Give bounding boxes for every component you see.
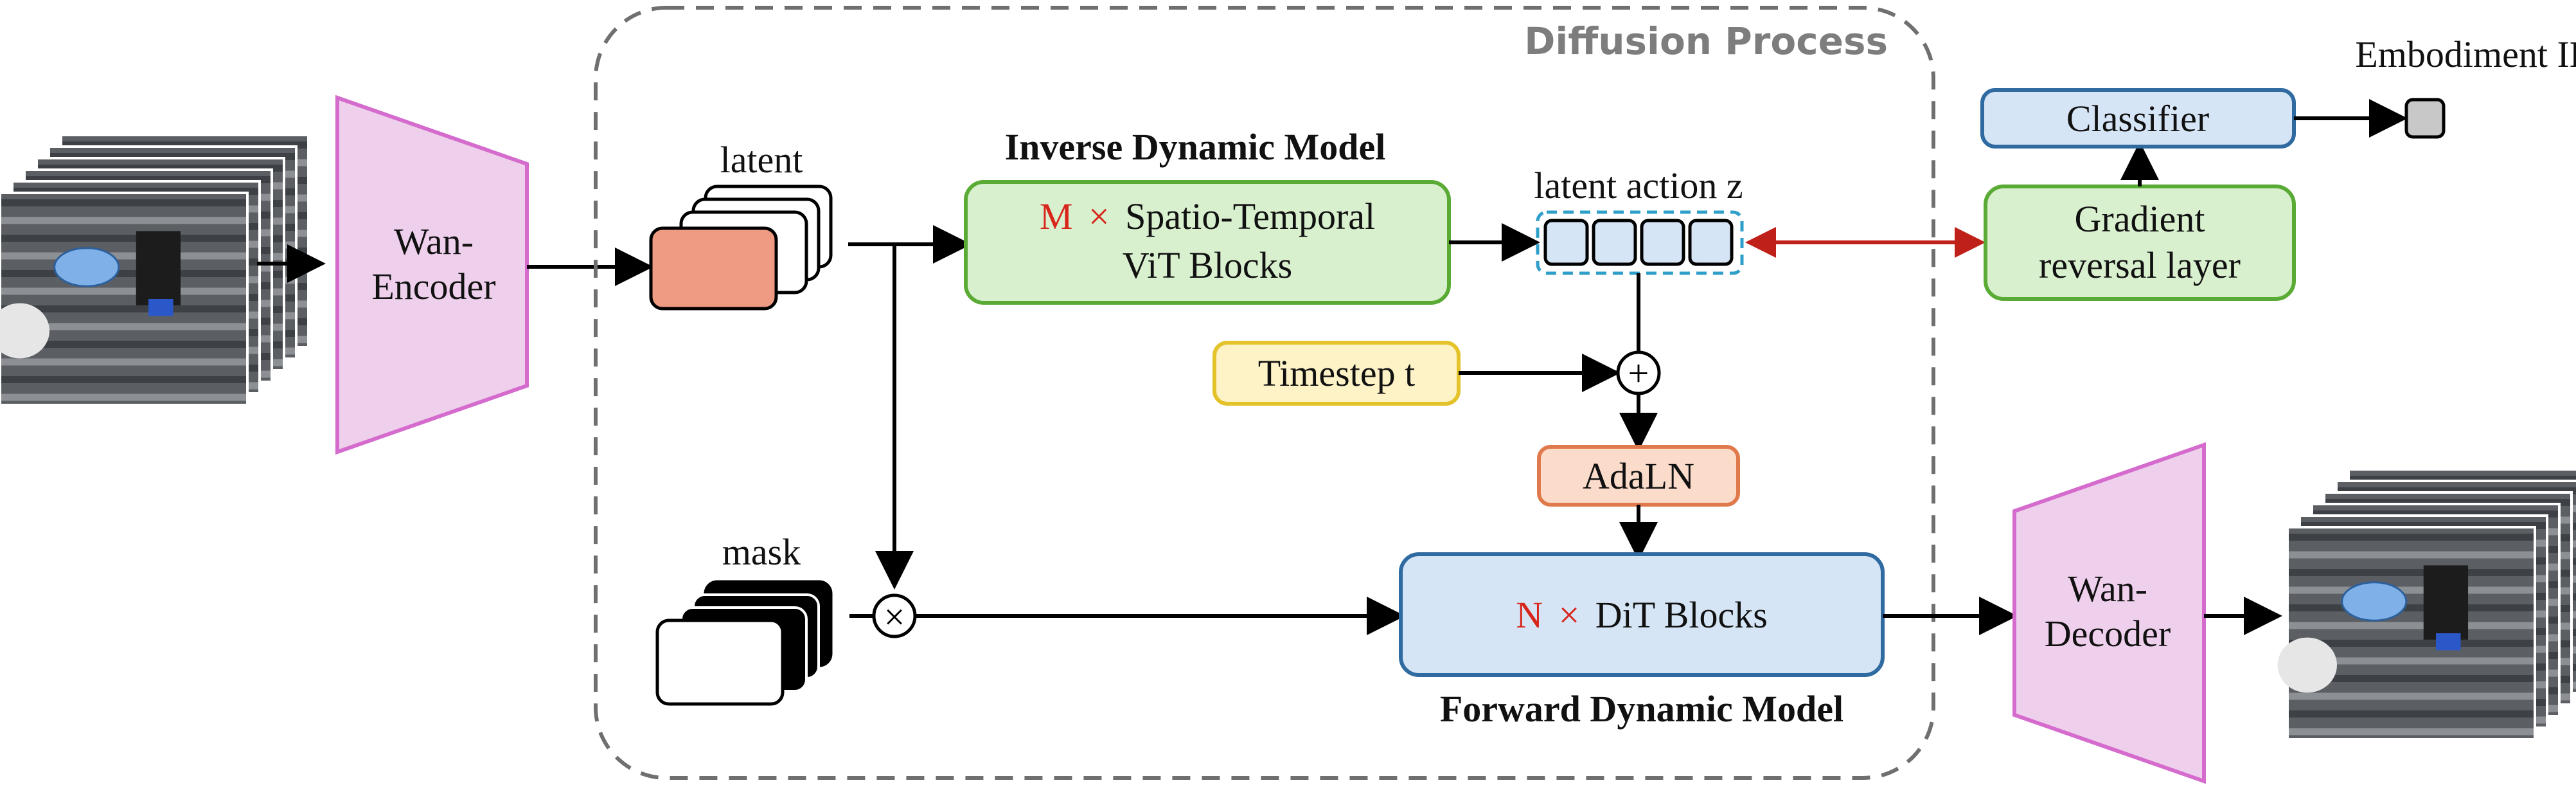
- forward-model-title: Forward Dynamic Model: [1440, 688, 1843, 730]
- inverse-model-line1: M × Spatio-Temporal: [1040, 195, 1375, 237]
- adaln-box: AdaLN: [1537, 445, 1740, 507]
- grl-label-line1: Gradient: [2075, 198, 2205, 240]
- video-frame: [0, 192, 249, 406]
- inverse-model-line1-rest: Spatio-Temporal: [1125, 195, 1375, 237]
- latent-action-cell: [1640, 219, 1685, 266]
- gradient-reversal-layer: Gradient reversal layer: [1984, 185, 2296, 301]
- latent-label: latent: [720, 139, 803, 181]
- encoder-label-line1: Wan-: [394, 221, 474, 262]
- latent-action-cell: [1543, 219, 1589, 266]
- dit-label: N × DiT Blocks: [1516, 594, 1768, 636]
- latent-action-cell: [1592, 219, 1637, 266]
- timestep-label: Timestep t: [1258, 352, 1415, 394]
- inverse-model-multiplier: M: [1040, 195, 1073, 237]
- mask-stack: mask: [655, 531, 833, 706]
- plus-operator: +: [1616, 350, 1661, 395]
- wan-decoder: Wan- Decoder: [2012, 442, 2206, 784]
- dit-rest: DiT Blocks: [1595, 594, 1768, 636]
- decoder-label-line1: Wan-: [2068, 568, 2147, 609]
- forward-dynamic-model: N × DiT Blocks Forward Dynamic Model: [1399, 552, 1885, 730]
- latent-stack: latent: [649, 139, 833, 311]
- classifier-label: Classifier: [2066, 98, 2209, 140]
- embodiment-label: Embodiment ID: [2355, 33, 2576, 75]
- diffusion-process-title: Diffusion Process: [1524, 19, 1888, 63]
- input-video-frames: [0, 134, 310, 406]
- classifier-box: Classifier: [1980, 88, 2296, 149]
- video-frame: [2277, 526, 2536, 741]
- timestep-box: Timestep t: [1212, 341, 1461, 406]
- latent-action-z: latent action z: [1534, 165, 1744, 275]
- multiply-symbol: ×: [884, 596, 905, 638]
- mask-label: mask: [722, 531, 801, 573]
- multiply-operator: ×: [872, 593, 917, 638]
- dit-times: ×: [1559, 594, 1580, 636]
- inverse-dynamic-model: Inverse Dynamic Model M × Spatio-Tempora…: [964, 126, 1451, 305]
- dit-multiplier: N: [1516, 594, 1543, 636]
- wan-encoder: Wan- Encoder: [335, 95, 529, 455]
- grl-label-line2: reversal layer: [2039, 244, 2241, 286]
- diffusion-process-box: Diffusion Process: [594, 6, 1935, 780]
- inverse-model-line2: ViT Blocks: [1123, 244, 1293, 286]
- latent-action-label: latent action z: [1534, 165, 1743, 206]
- decoder-label-line2: Decoder: [2045, 613, 2171, 654]
- inverse-model-title: Inverse Dynamic Model: [1005, 126, 1386, 168]
- plus-symbol: +: [1628, 352, 1649, 394]
- embodiment-id: Embodiment ID: [2355, 33, 2576, 139]
- adaln-label: AdaLN: [1583, 455, 1694, 497]
- encoder-label-line2: Encoder: [371, 266, 495, 307]
- latent-action-cell: [1688, 219, 1734, 266]
- output-video-frames: [2277, 468, 2576, 741]
- inverse-model-times: ×: [1088, 195, 1110, 237]
